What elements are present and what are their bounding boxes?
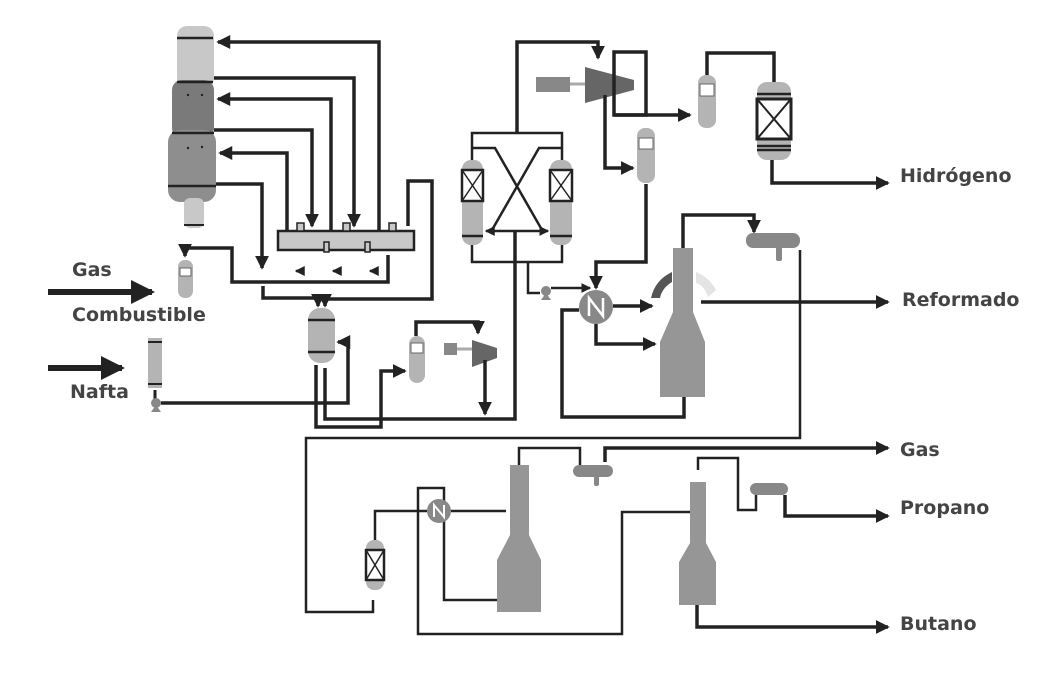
pump-line [526, 262, 540, 295]
recycle-compressor-icon [444, 340, 497, 367]
fuel-gas-drum [178, 260, 193, 298]
nafta-pump-icon [151, 398, 161, 412]
gas-line [603, 441, 890, 462]
h2-drum-2 [698, 75, 716, 128]
reformer-heater-icon [579, 290, 613, 324]
furnace [276, 222, 416, 276]
splitter-accumulator [750, 483, 788, 495]
reformer-accumulator [746, 233, 800, 261]
separator-drum [308, 308, 335, 363]
hidrogeno-line [770, 160, 890, 190]
hidrogeno-output-label: Hidrógeno [900, 165, 1012, 187]
h2-drum-1 [637, 128, 655, 183]
gas-input-label: Gas [72, 259, 112, 281]
propano-output-label: Propano [900, 497, 990, 519]
to-psa-line [323, 232, 517, 421]
gas-output-label: Gas [900, 439, 940, 461]
nafta-tank [148, 338, 162, 400]
lower-heater-icon [427, 499, 451, 523]
reformer-column [651, 248, 716, 397]
nafta-input-label: Nafta [70, 381, 129, 403]
furnace-lines [178, 35, 434, 308]
psa-vessels [460, 40, 605, 264]
compressor-drum [409, 336, 425, 383]
stabilizer-accumulator [573, 465, 613, 486]
nafta-line [161, 335, 351, 405]
butano-output-label: Butano [900, 613, 977, 635]
reformer-pump-icon [541, 286, 551, 300]
hydrogen-compressor-icon [536, 67, 634, 103]
reformado-output-label: Reformado [902, 289, 1020, 311]
butano-line [695, 605, 890, 634]
propano-line [783, 495, 890, 523]
reactor-column [168, 26, 216, 228]
stabilizer-column [497, 465, 541, 612]
splitter-column [679, 482, 716, 605]
lower-reactor [364, 540, 386, 590]
h2-reactor [755, 82, 793, 160]
combustible-input-label: Combustible [72, 304, 206, 326]
recycle-line [314, 364, 407, 429]
